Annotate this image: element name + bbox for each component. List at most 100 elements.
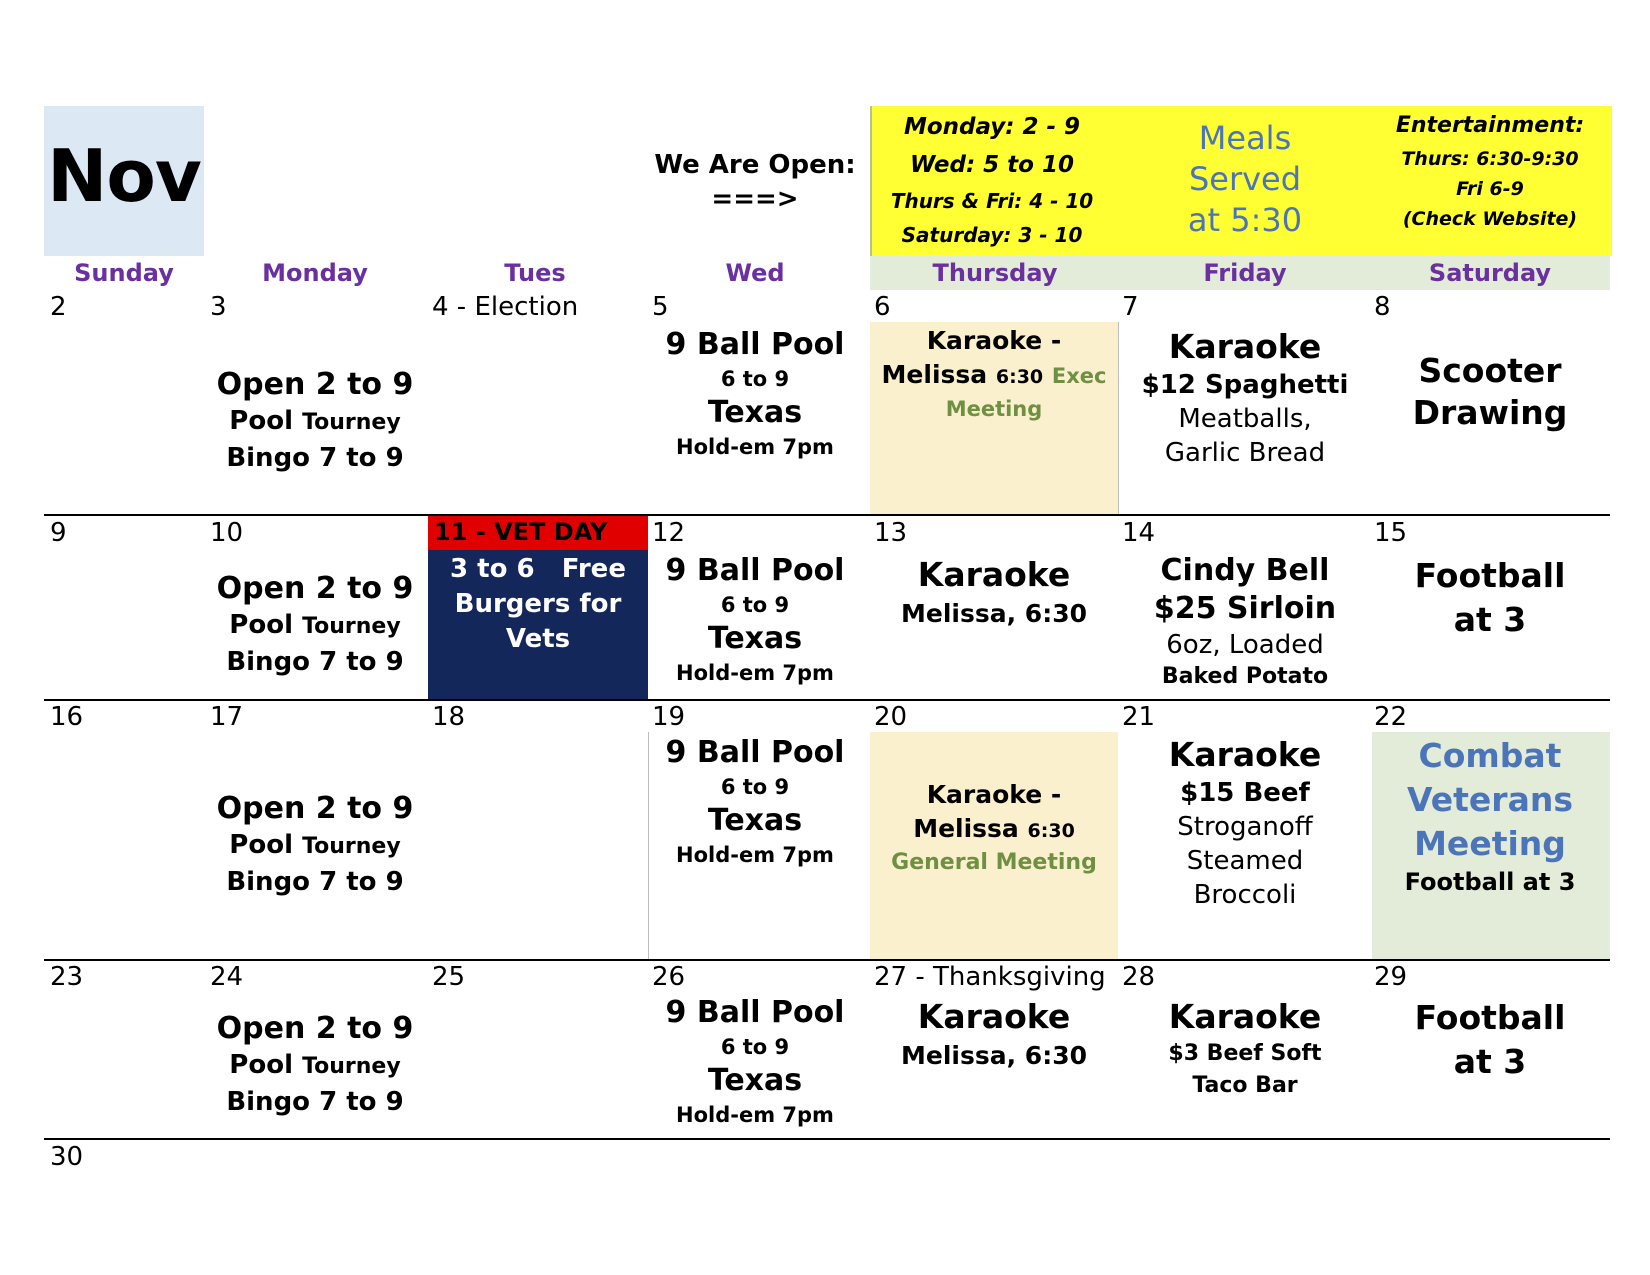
combat-line-1: Combat <box>1418 736 1562 775</box>
day-4: 4 - Election <box>432 292 579 322</box>
melissa-word: Melissa <box>913 814 1019 843</box>
dow-sunday: Sunday <box>74 259 174 287</box>
tourney-word: Tourney <box>302 1054 401 1079</box>
event-football: Football <box>1414 556 1566 595</box>
day-8: 8 <box>1374 292 1391 322</box>
day-23: 23 <box>50 962 84 992</box>
day-20: 20 <box>874 702 908 732</box>
event-open: Open 2 to 9 <box>216 1011 414 1046</box>
event-holdem: Hold-em 7pm <box>676 843 834 867</box>
entertainment-info: Entertainment: Thurs: 6:30-9:30 Fri 6-9 … <box>1370 108 1610 234</box>
event-mon-17: Open 2 to 9 Pool Tourney Bingo 7 to 9 <box>210 790 420 900</box>
event-texas: Texas <box>707 803 803 838</box>
event-special-line: Steamed <box>1186 846 1304 876</box>
divider <box>1118 322 1119 514</box>
event-tue-11: 3 to 6 Free Burgers for Vets <box>428 552 648 657</box>
combat-line-3: Meeting <box>1414 824 1566 863</box>
day-5: 5 <box>652 292 669 322</box>
cell-bg-nov11 <box>428 550 648 700</box>
open-arrow: ===> <box>711 184 799 214</box>
day-24: 24 <box>210 962 244 992</box>
day-17: 17 <box>210 702 244 732</box>
dow-wednesday: Wed <box>725 259 785 287</box>
day-22: 22 <box>1374 702 1408 732</box>
week-divider <box>44 514 1610 516</box>
event-melissa: Melissa, 6:30 <box>901 599 1087 628</box>
general-meeting: General Meeting <box>891 850 1097 875</box>
cell-bg-nov11-header <box>428 516 648 550</box>
vet-line-3: Vets <box>505 624 571 654</box>
event-sat-15: Football at 3 <box>1370 554 1610 642</box>
event-thu-27: Karaoke Melissa, 6:30 <box>870 996 1118 1074</box>
day-29: 29 <box>1374 962 1408 992</box>
exec-word: Exec <box>1051 364 1107 388</box>
day-25: 25 <box>432 962 466 992</box>
event-bingo: Bingo 7 to 9 <box>226 867 404 897</box>
day-6: 6 <box>874 292 891 322</box>
hours-monday: Monday: 2 - 9 <box>903 114 1081 140</box>
month-title: Nov <box>47 134 202 218</box>
event-pool-time: 6 to 9 <box>720 367 790 391</box>
event-holdem: Hold-em 7pm <box>676 435 834 459</box>
tourney-word: Tourney <box>302 614 401 639</box>
vet-line-2: Burgers for <box>454 589 622 619</box>
event-fri-28: Karaoke $3 Beef Soft Taco Bar <box>1120 996 1370 1102</box>
day-16: 16 <box>50 702 84 732</box>
meals-line-3: at 5:30 <box>1187 201 1303 239</box>
event-karaoke: Karaoke - <box>926 780 1062 809</box>
event-thu-6: Karaoke - Melissa 6:30 Exec Meeting <box>870 324 1118 424</box>
event-special: $25 Sirloin <box>1153 591 1337 626</box>
event-bingo: Bingo 7 to 9 <box>226 443 404 473</box>
day-15: 15 <box>1374 518 1408 548</box>
event-special-line: Broccoli <box>1193 880 1297 910</box>
vet-day-label: 11 - VET DAY <box>434 518 608 546</box>
event-fri-14: Cindy Bell $25 Sirloin 6oz, Loaded Baked… <box>1120 552 1370 692</box>
event-karaoke: Karaoke - <box>926 326 1062 355</box>
event-pool-title: 9 Ball Pool <box>665 995 845 1030</box>
tourney-word: Tourney <box>302 834 401 859</box>
event-pool: Pool Tourney <box>210 1048 420 1084</box>
event-special: $15 Beef <box>1180 778 1310 808</box>
event-holdem: Hold-em 7pm <box>676 661 834 685</box>
event-football: Football <box>1414 998 1566 1037</box>
event-fri-7: Karaoke $12 Spaghetti Meatballs, Garlic … <box>1120 326 1370 470</box>
pool-word: Pool <box>229 1050 293 1080</box>
day-9: 9 <box>50 518 67 548</box>
day-14: 14 <box>1122 518 1156 548</box>
day-28: 28 <box>1122 962 1156 992</box>
event-special-line: Garlic Bread <box>1164 438 1326 468</box>
event-special-line: Baked Potato <box>1161 664 1329 689</box>
event-pool: Pool Tourney <box>210 404 420 440</box>
entertainment-title: Entertainment: <box>1395 113 1585 138</box>
open-label: We Are Open: ===> <box>650 148 860 216</box>
event-special-line: Meatballs, <box>1178 404 1312 434</box>
event-thu-13: Karaoke Melissa, 6:30 <box>870 554 1118 632</box>
event-wed-19: 9 Ball Pool 6 to 9 Texas Hold-em 7pm <box>650 734 860 870</box>
week-divider <box>44 959 1610 961</box>
event-holdem: Hold-em 7pm <box>676 1103 834 1127</box>
event-karaoke: Karaoke <box>917 555 1071 594</box>
melissa-time: 6:30 <box>1027 820 1075 842</box>
event-sat-22: Combat Veterans Meeting Football at 3 <box>1370 734 1610 898</box>
event-football-time: at 3 <box>1453 1042 1527 1081</box>
hours-saturday: Saturday: 3 - 10 <box>901 223 1083 247</box>
dow-friday: Friday <box>1203 259 1287 287</box>
event-special-line: Taco Bar <box>1192 1073 1298 1098</box>
dow-tuesday: Tues <box>504 259 566 287</box>
event-sat-29: Football at 3 <box>1370 996 1610 1084</box>
event-mon-24: Open 2 to 9 Pool Tourney Bingo 7 to 9 <box>210 1010 420 1120</box>
day-26: 26 <box>652 962 686 992</box>
melissa-time: 6:30 <box>995 366 1044 388</box>
event-wed-12: 9 Ball Pool 6 to 9 Texas Hold-em 7pm <box>650 552 860 688</box>
event-open: Open 2 to 9 <box>216 367 414 402</box>
divider <box>648 732 649 960</box>
week-divider <box>44 699 1610 701</box>
month-box: Nov <box>44 106 204 256</box>
melissa-word: Melissa <box>881 360 988 389</box>
entertainment-line-1: Thurs: 6:30-9:30 <box>1401 148 1579 170</box>
event-pool-title: 9 Ball Pool <box>665 553 845 588</box>
pool-word: Pool <box>229 406 293 436</box>
event-pool-title: 9 Ball Pool <box>665 735 845 770</box>
pool-word: Pool <box>229 830 293 860</box>
event-open: Open 2 to 9 <box>216 791 414 826</box>
